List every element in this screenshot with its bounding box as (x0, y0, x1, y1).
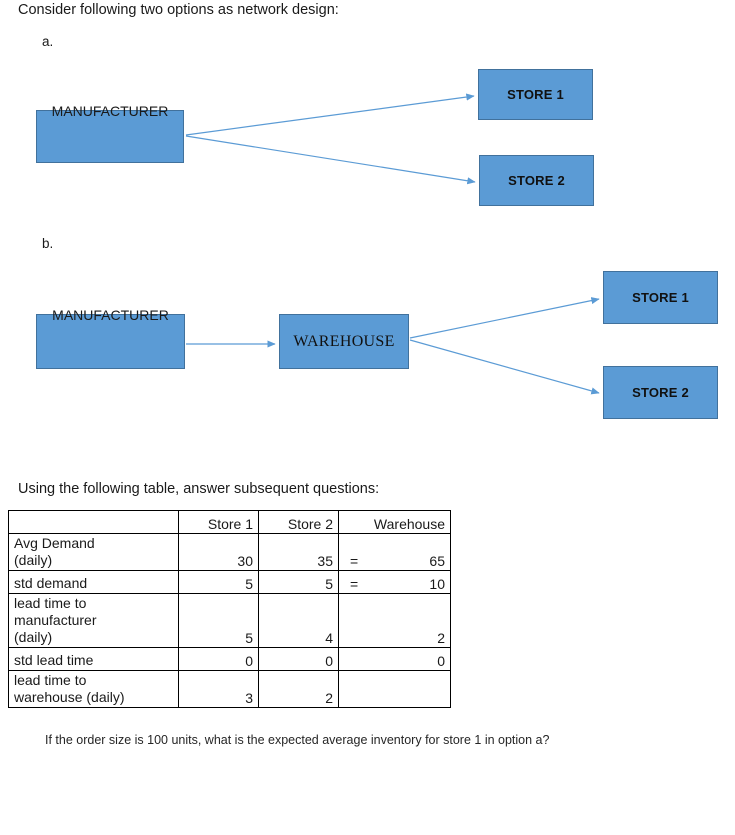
diagram-a-store-2-label: STORE 2 (508, 173, 565, 188)
page-intro-text: Consider following two options as networ… (18, 2, 339, 18)
cell-std-demand-store-1: 5 (178, 570, 259, 594)
cell-std-demand-warehouse-value: 10 (429, 576, 445, 592)
cell-lead-time-manufacturer-warehouse-value: 2 (437, 630, 445, 646)
diagram-b-store-1-label: STORE 1 (632, 290, 689, 305)
diagram-a-node-store-1: STORE 1 (478, 69, 593, 120)
diagram-a-store-1-label: STORE 1 (507, 87, 564, 102)
cell-avg-demand-store-2: 35 (258, 533, 339, 571)
cell-lead-time-warehouse-warehouse (338, 670, 451, 708)
equals-sign-avg-demand: = (350, 553, 359, 569)
cell-lead-time-manufacturer-store-1: 5 (178, 593, 259, 648)
equals-sign-std-demand: = (350, 576, 359, 592)
arrow-a-manufacturer-to-store-2 (185, 135, 476, 185)
cell-avg-demand-warehouse-value: 65 (429, 553, 445, 569)
cell-std-demand-store-2: 5 (258, 570, 339, 594)
row-label-std-lead-time: std lead time (8, 647, 179, 671)
table-row: lead time to manufacturer (daily) 5 4 2 (8, 593, 451, 648)
table-row: Avg Demand (daily) 30 35 = 65 (8, 533, 451, 571)
cell-std-lead-time-store-2: 0 (258, 647, 339, 671)
cell-lead-time-warehouse-store-2: 2 (258, 670, 339, 708)
row-label-std-demand: std demand (8, 570, 179, 594)
final-question-text: If the order size is 100 units, what is … (45, 733, 550, 747)
network-parameters-table: Store 1 Store 2 Warehouse Avg Demand (da… (8, 510, 451, 708)
row-label-avg-demand: Avg Demand (daily) (8, 533, 179, 571)
diagram-b-node-store-1: STORE 1 (603, 271, 718, 324)
diagram-b-store-2-label: STORE 2 (632, 385, 689, 400)
table-row: std lead time 0 0 0 (8, 647, 451, 671)
cell-std-lead-time-store-1: 0 (178, 647, 259, 671)
row-label-lead-time-warehouse: lead time to warehouse (daily) (8, 670, 179, 708)
cell-std-demand-warehouse: = 10 (338, 570, 451, 594)
table-row: lead time to warehouse (daily) 3 2 (8, 670, 451, 708)
diagram-b-manufacturer-label: MANUFACTURER (52, 307, 169, 323)
table-header-store-2: Store 2 (258, 510, 339, 534)
arrow-b-warehouse-to-store-2 (409, 339, 600, 395)
diagram-b-warehouse-label: WAREHOUSE (293, 332, 395, 350)
table-header-blank (8, 510, 179, 534)
cell-lead-time-manufacturer-store-2: 4 (258, 593, 339, 648)
table-row: std demand 5 5 = 10 (8, 570, 451, 594)
diagram-b-node-manufacturer: MANUFACTURER (36, 307, 185, 369)
diagram-b-node-warehouse: WAREHOUSE (279, 314, 409, 369)
table-header-warehouse: Warehouse (338, 510, 451, 534)
table-header-store-1: Store 1 (178, 510, 259, 534)
table-header-row: Store 1 Store 2 Warehouse (8, 510, 451, 534)
arrow-b-warehouse-to-store-1 (409, 297, 600, 339)
diagram-a-node-store-2: STORE 2 (479, 155, 594, 206)
cell-lead-time-warehouse-store-1: 3 (178, 670, 259, 708)
option-a-label: a. (42, 34, 54, 49)
cell-lead-time-manufacturer-warehouse: 2 (338, 593, 451, 648)
cell-avg-demand-warehouse: = 65 (338, 533, 451, 571)
diagram-b-node-store-2: STORE 2 (603, 366, 718, 419)
cell-std-lead-time-warehouse: 0 (338, 647, 451, 671)
diagram-a-manufacturer-label: MANUFACTURER (51, 103, 169, 119)
arrow-a-manufacturer-to-store-1 (185, 93, 475, 136)
cell-avg-demand-store-1: 30 (178, 533, 259, 571)
table-intro-text: Using the following table, answer subseq… (18, 481, 380, 497)
diagram-a-node-manufacturer: MANUFACTURER (36, 103, 184, 163)
row-label-lead-time-manufacturer: lead time to manufacturer (daily) (8, 593, 179, 648)
cell-std-lead-time-warehouse-value: 0 (437, 653, 445, 669)
option-b-label: b. (42, 236, 54, 251)
